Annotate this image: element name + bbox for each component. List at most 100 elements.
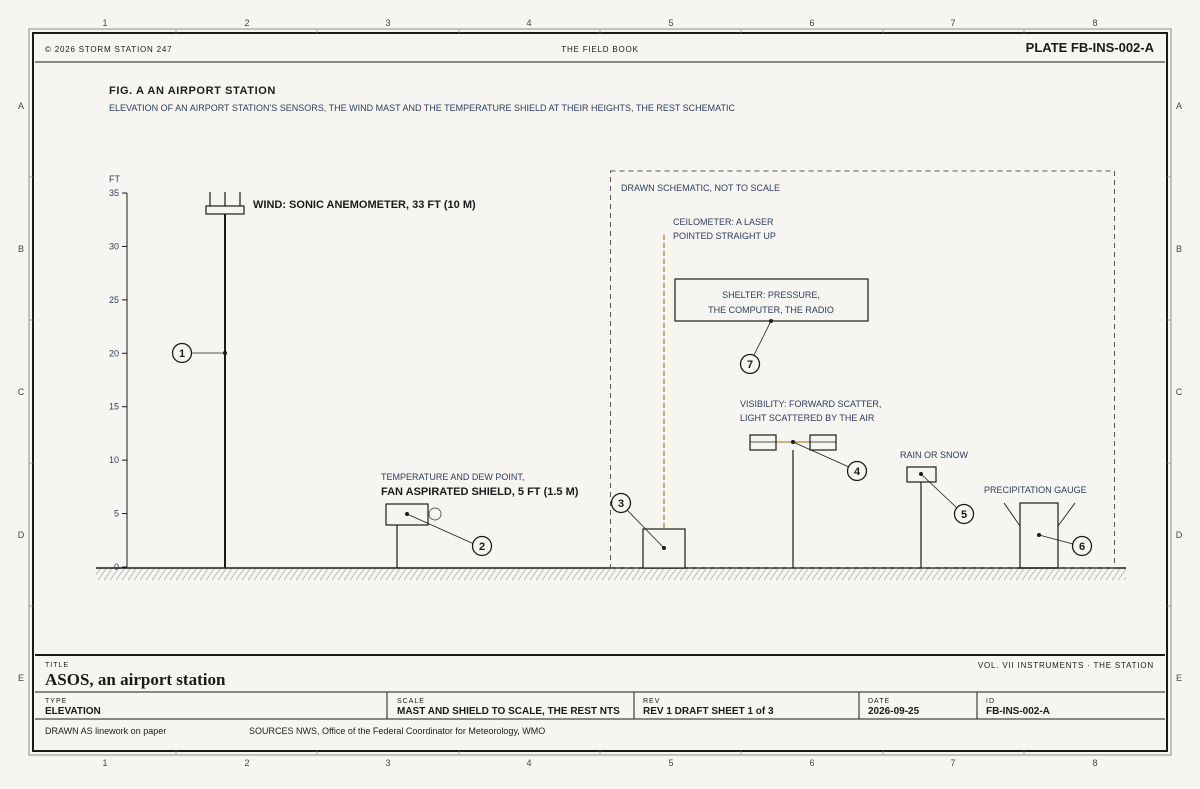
grid-col-bottom-5: 5 (668, 758, 673, 768)
inner-border (32, 32, 1168, 752)
title-block (35, 654, 1165, 720)
grid-col-top-5: 5 (668, 18, 673, 28)
precip-identifier (906, 466, 937, 568)
callout-vis-line1: VISIBILITY: FORWARD SCATTER, (740, 399, 881, 409)
anemometer-crossarm (205, 205, 245, 215)
axis-tick-label: 10 (109, 455, 119, 465)
scale-value: MAST AND SHIELD TO SCALE, THE REST NTS (397, 706, 620, 717)
volume-label: VOL. VII INSTRUMENTS · THE STATION (978, 661, 1154, 670)
grid-col-bottom-7: 7 (950, 758, 955, 768)
rev-value: REV 1 DRAFT SHEET 1 of 3 (643, 706, 774, 717)
title-label: TITLE (45, 662, 69, 669)
leader-2 (406, 513, 475, 545)
date-label: DATE (868, 698, 890, 705)
grid-col-top-3: 3 (385, 18, 390, 28)
temperature-shield (385, 503, 442, 568)
marker-4: 4 (846, 460, 868, 482)
grid-row-right-a: A (1176, 101, 1182, 111)
grid-row-left-a: A (18, 101, 24, 111)
ground-hatch (96, 568, 1126, 580)
scale-label: SCALE (397, 698, 425, 705)
sheet-title: ASOS, an airport station (45, 670, 226, 689)
leader-4 (792, 441, 850, 468)
header-copyright: © 2026 STORM STATION 247 (45, 45, 172, 54)
marker-5-label: 5 (961, 509, 967, 521)
leader-6 (1038, 534, 1074, 545)
callout-temp-line1: TEMPERATURE AND DEW POINT, (381, 472, 524, 482)
grid-col-bottom-6: 6 (809, 758, 814, 768)
leader-5 (920, 473, 958, 509)
drawn-note: DRAWN AS linework on paper (45, 726, 166, 736)
grid-row-right-e: E (1176, 673, 1182, 683)
marker-7: 7 (739, 353, 761, 375)
header-plate: PLATE FB-INS-002-A (1026, 40, 1155, 55)
grid-col-top-8: 8 (1092, 18, 1097, 28)
grid-row-left-d: D (18, 530, 25, 540)
grid-col-bottom-1: 1 (102, 758, 107, 768)
callout-shelter-line1: SHELTER: PRESSURE, (722, 290, 820, 300)
height-axis: FT 0 5 10 15 20 25 30 35 (109, 174, 128, 572)
callout-rain: RAIN OR SNOW (900, 450, 969, 460)
callout-ceil-line2: POINTED STRAIGHT UP (673, 231, 776, 241)
leader-7 (753, 320, 772, 356)
callout-precip: PRECIPITATION GAUGE (984, 485, 1087, 495)
id-value: FB-INS-002-A (986, 706, 1050, 717)
grid-row-right-d: D (1176, 530, 1183, 540)
grid-row-left-c: C (18, 387, 25, 397)
axis-tick-label: 30 (109, 241, 119, 251)
grid-col-bottom-2: 2 (244, 758, 249, 768)
schematic-region (610, 170, 1115, 569)
marker-6-label: 6 (1079, 541, 1085, 553)
marker-1-label: 1 (179, 348, 185, 360)
grid-col-top-2: 2 (244, 18, 249, 28)
marker-7-label: 7 (747, 359, 753, 371)
grid-col-top-6: 6 (809, 18, 814, 28)
callout-temp-line2: FAN ASPIRATED SHIELD, 5 FT (1.5 M) (381, 486, 579, 498)
callout-wind: WIND: SONIC ANEMOMETER, 33 FT (10 M) (253, 199, 476, 211)
marker-2: 2 (471, 535, 493, 557)
grid-row-right-b: B (1176, 244, 1182, 254)
grid-col-top-7: 7 (950, 18, 955, 28)
schematic-note: DRAWN SCHEMATIC, NOT TO SCALE (621, 183, 780, 193)
grid-col-top-1: 1 (102, 18, 107, 28)
marker-3-label: 3 (618, 498, 624, 510)
rev-label: REV (643, 698, 660, 705)
wind-mast (205, 192, 245, 568)
grid-col-bottom-8: 8 (1092, 758, 1097, 768)
grid-ticks (29, 29, 1171, 755)
grid-col-top-4: 4 (526, 18, 531, 28)
grid-row-left-e: E (18, 673, 24, 683)
visibility-sensor (749, 434, 837, 568)
grid-row-right-c: C (1176, 387, 1183, 397)
figure-subtitle: ELEVATION OF AN AIRPORT STATION'S SENSOR… (109, 103, 735, 113)
outer-border (28, 28, 1172, 756)
marker-5: 5 (953, 503, 975, 525)
marker-3: 3 (610, 492, 632, 514)
date-value: 2026-09-25 (868, 706, 920, 717)
id-label: ID (986, 698, 995, 705)
grid-col-bottom-3: 3 (385, 758, 390, 768)
callout-vis-line2: LIGHT SCATTERED BY THE AIR (740, 413, 875, 423)
leader-dot-1 (223, 351, 227, 355)
callout-shelter-line2: THE COMPUTER, THE RADIO (708, 305, 834, 315)
axis-tick-label: 25 (109, 295, 119, 305)
sources-note: SOURCES NWS, Office of the Federal Coord… (249, 726, 545, 736)
marker-4-label: 4 (854, 466, 861, 478)
figure-title: FIG. A AN AIRPORT STATION (109, 85, 276, 97)
axis-tick-label: 15 (109, 402, 119, 412)
marker-2-label: 2 (479, 541, 485, 553)
header-book: THE FIELD BOOK (561, 45, 638, 54)
callout-ceil-line1: CEILOMETER: A LASER (673, 217, 774, 227)
leader-3 (626, 509, 665, 549)
type-value: ELEVATION (45, 706, 101, 717)
axis-tick-label: 20 (109, 348, 119, 358)
marker-6: 6 (1071, 535, 1093, 557)
type-label: TYPE (45, 698, 67, 705)
axis-unit-label: FT (109, 174, 120, 184)
axis-tick-label: 35 (109, 188, 119, 198)
axis-tick-label: 5 (114, 509, 119, 519)
axis-tick-label: 0 (114, 562, 119, 572)
grid-col-bottom-4: 4 (526, 758, 531, 768)
marker-1: 1 (171, 342, 193, 364)
